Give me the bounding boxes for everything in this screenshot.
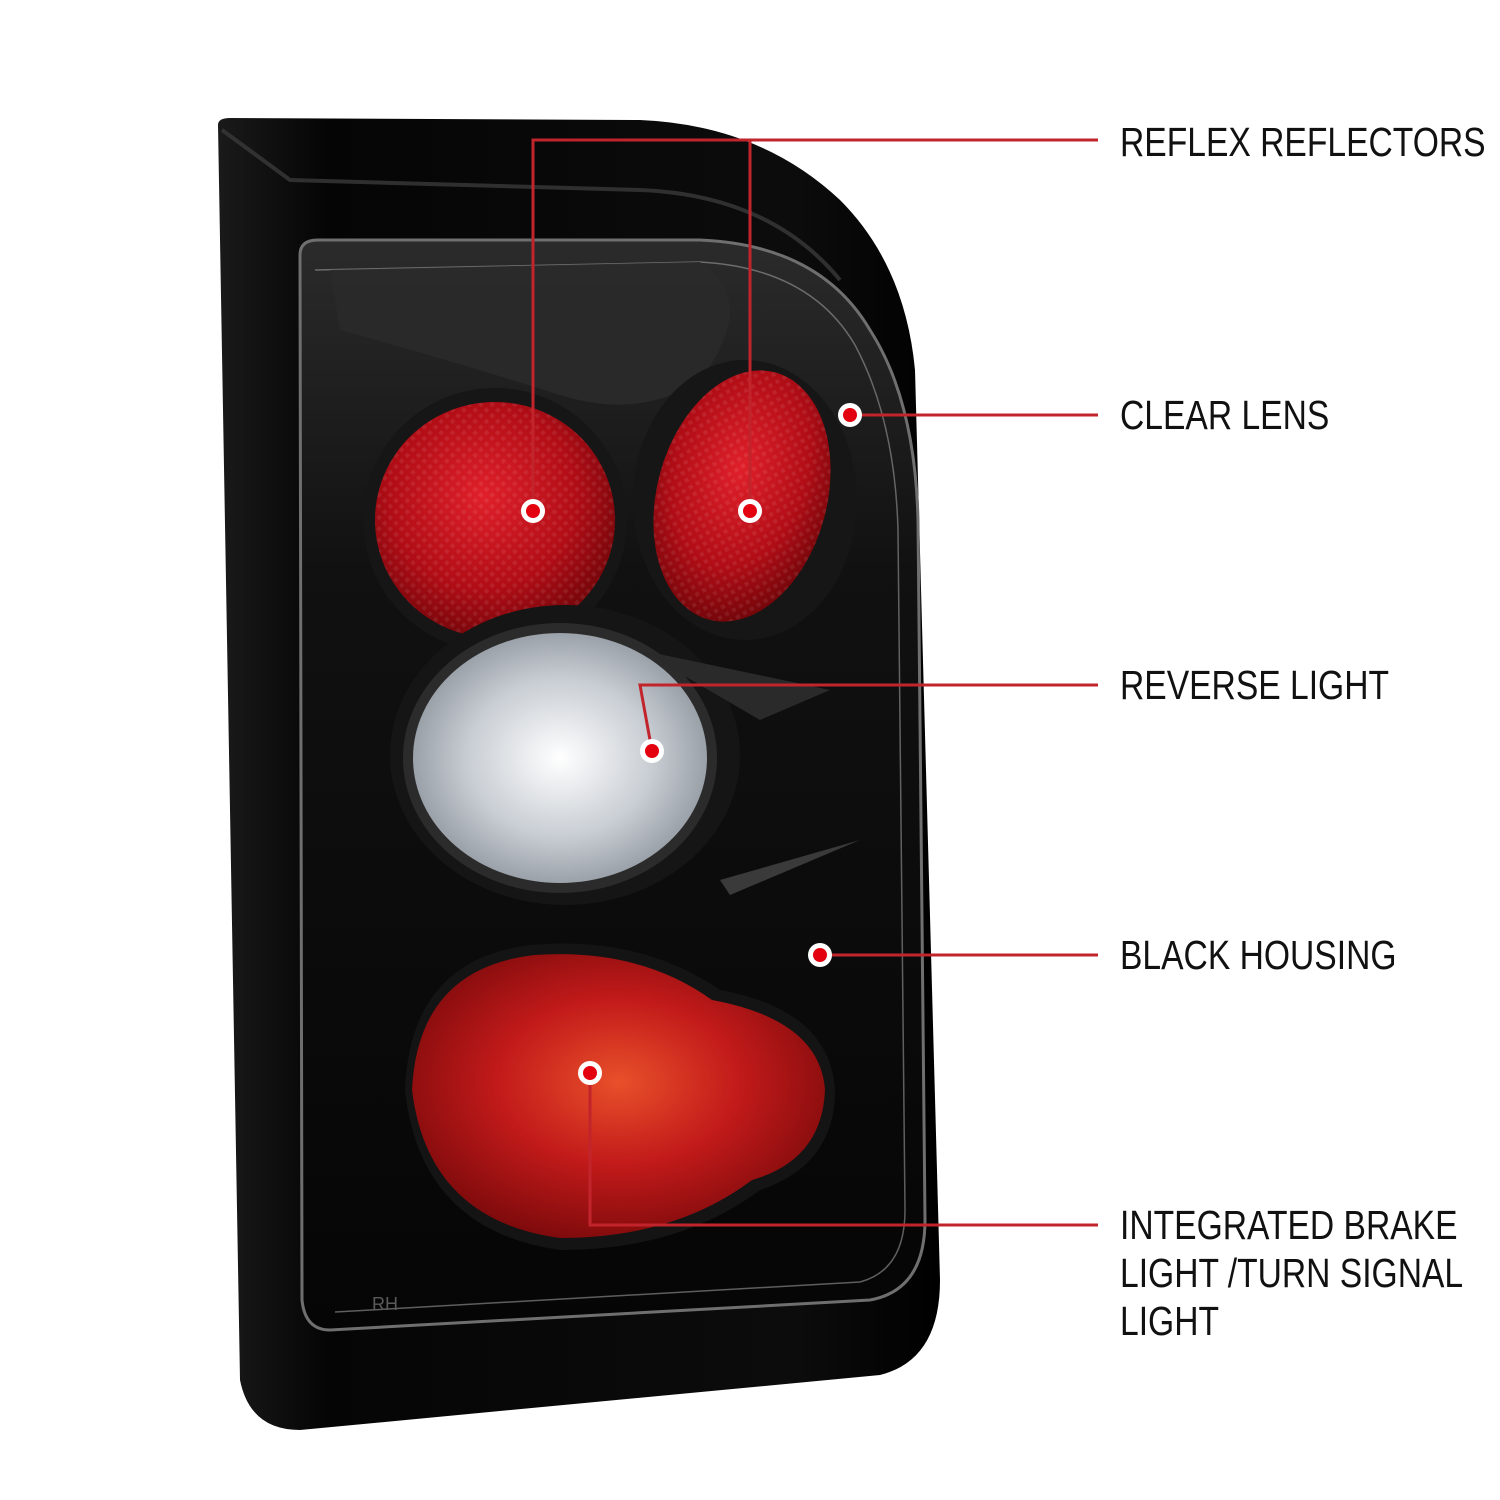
label-black-housing: BLACK HOUSING — [1120, 931, 1397, 979]
label-brake-turn-line-2: LIGHT /TURN SIGNAL — [1120, 1250, 1464, 1296]
leader-lines — [531, 138, 1098, 1227]
brake-turn-light-lens — [412, 954, 825, 1238]
label-brake-turn-line-3: LIGHT — [1120, 1298, 1220, 1344]
label-clear-lens-line: CLEAR LENS — [1120, 392, 1330, 438]
leader-reflex-left — [531, 138, 1098, 511]
label-reverse-light: REVERSE LIGHT — [1120, 661, 1389, 709]
clear-lens-inner-edge — [314, 261, 906, 1313]
reverse-light-lens — [408, 628, 712, 888]
label-brake-turn: INTEGRATED BRAKE LIGHT /TURN SIGNAL LIGH… — [1120, 1201, 1463, 1345]
reflector-right-texture — [653, 370, 831, 622]
dot-brake-turn-core — [583, 1066, 597, 1080]
leader-brake-turn — [588, 1073, 1098, 1227]
callout-dots — [521, 403, 862, 1085]
reverse-light-bezel — [403, 623, 717, 893]
leader-reverse-light — [638, 683, 1098, 752]
dot-black-housing-core — [813, 948, 827, 962]
label-clear-lens: CLEAR LENS — [1120, 391, 1329, 439]
label-black-housing-line: BLACK HOUSING — [1120, 932, 1397, 978]
upper-hood — [330, 262, 730, 405]
dot-reverse-light-core — [645, 744, 659, 758]
dot-clear-lens-core — [843, 408, 857, 422]
housing-fin-lower — [720, 840, 860, 895]
label-reverse-light-line: REVERSE LIGHT — [1120, 662, 1390, 708]
dot-reflex-right-core — [743, 504, 757, 518]
reflector-left-texture — [375, 402, 615, 638]
label-reflex-reflectors-line: REFLEX REFLECTORS — [1120, 119, 1486, 165]
side-marking: RH — [372, 1294, 398, 1314]
label-brake-turn-line-1: INTEGRATED BRAKE — [1120, 1202, 1458, 1248]
housing-rim-highlight — [220, 128, 842, 282]
dot-reflex-left-core — [526, 504, 540, 518]
label-reflex-reflectors: REFLEX REFLECTORS — [1120, 118, 1486, 166]
